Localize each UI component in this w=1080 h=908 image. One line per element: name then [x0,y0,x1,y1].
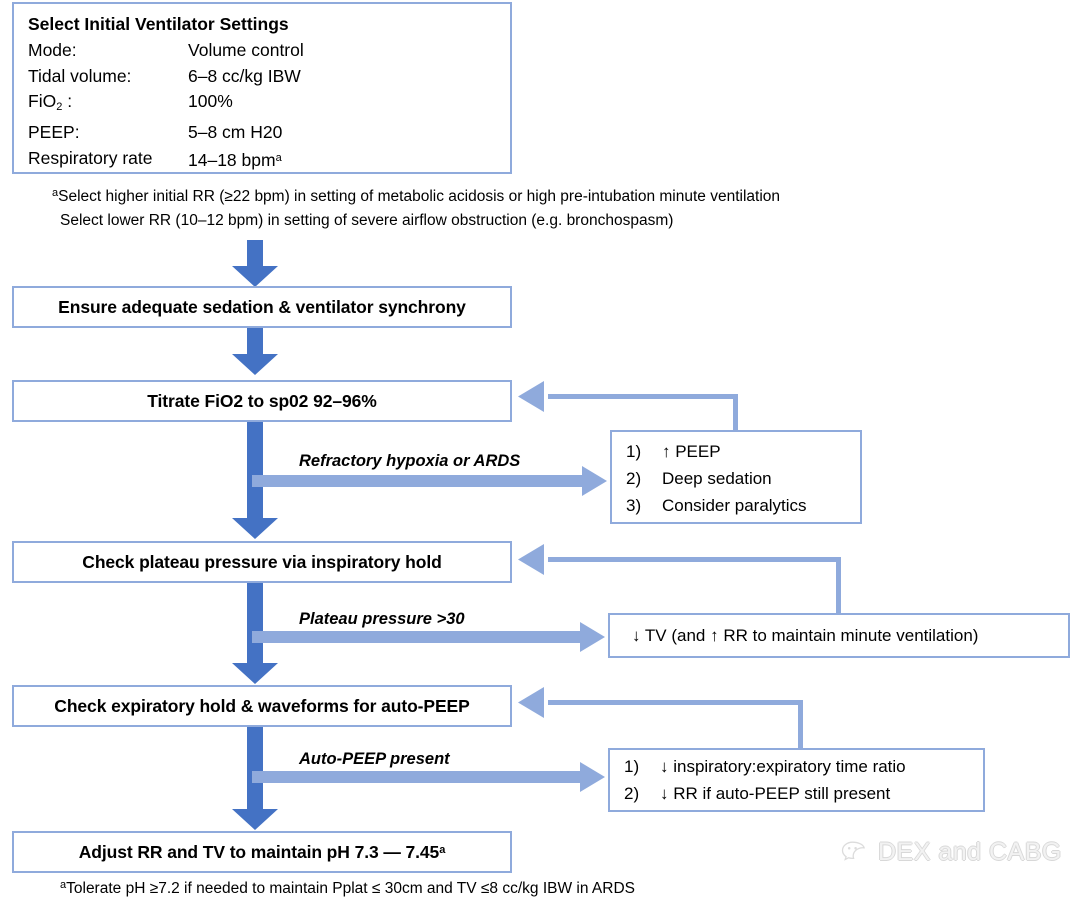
branch-box-auto-peep[interactable]: 1) ↓ inspiratory:expiratory time ratio 2… [608,748,985,812]
branch-box-refractory-hypoxia[interactable]: 1) ↑ PEEP 2) Deep sedation 3) Consider p… [610,430,862,524]
footnote-top-line2: Select lower RR (10–12 bpm) in setting o… [60,211,674,229]
branch-list-item: 2) Deep sedation [626,465,860,492]
branch-list-item: 1) ↑ PEEP [626,438,860,465]
setting-value: 5–8 cm H20 [188,122,283,143]
step-label: Check plateau pressure via inspiratory h… [82,551,442,572]
watermark-text: DEX and CABG [878,838,1062,866]
footnote-top: aSelect higher initial RR (≥22 bpm) in s… [52,181,780,233]
branch-item-number: 1) [624,757,640,776]
branch-arrow-plateau-pressure [252,622,605,652]
down-arrow-sedation-to-fio2 [232,328,278,375]
branch-item-text: Deep sedation [662,469,772,488]
return-line-horizontal-auto-peep [548,700,803,705]
branch-arrow-auto-peep [252,762,605,792]
step-box-ensure-sedation[interactable]: Ensure adequate sedation & ventilator sy… [12,286,512,328]
branch-item-text: ↓ inspiratory:expiratory time ratio [660,757,906,776]
setting-value: Volume control [188,40,304,60]
branch-label-auto-peep: Auto-PEEP present [299,750,450,768]
wechat-icon [841,841,865,861]
branch-list-item: 2) ↓ RR if auto-PEEP still present [624,780,983,807]
branch-item-text: ↓ RR if auto-PEEP still present [660,784,891,803]
watermark: DEX and CABG [841,838,1062,867]
step-label: Ensure adequate sedation & ventilator sy… [58,296,466,317]
step-box-titrate-fio2[interactable]: Titrate FiO2 to sp02 92–96% [12,380,512,422]
setting-value: 6–8 cc/kg IBW [188,65,301,86]
down-arrow-settings-to-sedation [232,240,278,287]
branch-item-number: 2) [624,784,640,803]
setting-row-fio2: FiO2 : 100% [28,89,510,120]
footnote-top-line1: aSelect higher initial RR (≥22 bpm) in s… [52,187,781,205]
branch-item-number: 1) [626,442,642,461]
return-arrowhead-plateau [518,544,544,575]
footnote-bottom: aTolerate pH ≥7.2 if needed to maintain … [60,879,636,897]
setting-key: FiO2 : [28,91,73,113]
branch-item-text: ↓ TV (and ↑ RR to maintain minute ventil… [632,626,979,645]
setting-key: Tidal volume: [28,65,132,86]
setting-row-mode: Mode: Volume control [28,38,510,64]
setting-key: PEEP: [28,122,80,143]
settings-card-title: Select Initial Ventilator Settings [28,14,289,34]
initial-ventilator-settings-card: Select Initial Ventilator Settings Mode:… [12,2,512,174]
return-arrowhead-auto-peep [518,687,544,718]
setting-row-tidal-volume: Tidal volume: 6–8 cc/kg IBW [28,64,510,90]
step-box-adjust-rr-tv[interactable]: Adjust RR and TV to maintain pH 7.3 — 7.… [12,831,512,873]
footnote-marker-a: a [439,843,446,856]
setting-row-peep: PEEP: 5–8 cm H20 [28,120,510,146]
fio2-subscript: 2 [56,100,63,113]
step-label: Adjust RR and TV to maintain pH 7.3 — 7.… [78,841,446,862]
return-line-horizontal-refractory [548,394,738,399]
setting-value: 100% [188,91,233,111]
setting-key: Mode: [28,40,77,60]
branch-item-number: 3) [626,496,642,515]
branch-item-text: ↑ PEEP [662,442,721,461]
setting-value: 14–18 bpma [188,149,282,170]
branch-arrow-refractory-hypoxia [252,466,607,496]
setting-key: Respiratory rate [28,147,153,168]
footnote-marker-a: a [52,187,59,199]
branch-item-text: Consider paralytics [662,496,807,515]
branch-list-item: 1) ↓ inspiratory:expiratory time ratio [624,753,983,780]
footnote-marker-a: a [60,879,67,891]
footnote-marker-a: a [275,151,282,164]
return-arrowhead-refractory [518,381,544,412]
return-line-vertical-auto-peep [798,700,803,750]
step-box-check-plateau-pressure[interactable]: Check plateau pressure via inspiratory h… [12,541,512,583]
return-line-vertical-refractory [733,394,738,432]
return-line-vertical-plateau [836,557,841,615]
step-box-check-expiratory-hold[interactable]: Check expiratory hold & waveforms for au… [12,685,512,727]
step-label: Check expiratory hold & waveforms for au… [54,695,470,716]
branch-label-refractory-hypoxia: Refractory hypoxia or ARDS [299,452,521,470]
branch-label-plateau-pressure: Plateau pressure >30 [299,610,465,628]
return-line-horizontal-plateau [548,557,841,562]
branch-list-item: 3) Consider paralytics [626,492,860,519]
branch-box-plateau-pressure[interactable]: ↓ TV (and ↑ RR to maintain minute ventil… [608,613,1070,658]
branch-item-number: 2) [626,469,642,488]
step-label: Titrate FiO2 to sp02 92–96% [147,390,377,411]
setting-row-respiratory-rate: Respiratory rate 14–18 bpma [28,146,510,173]
